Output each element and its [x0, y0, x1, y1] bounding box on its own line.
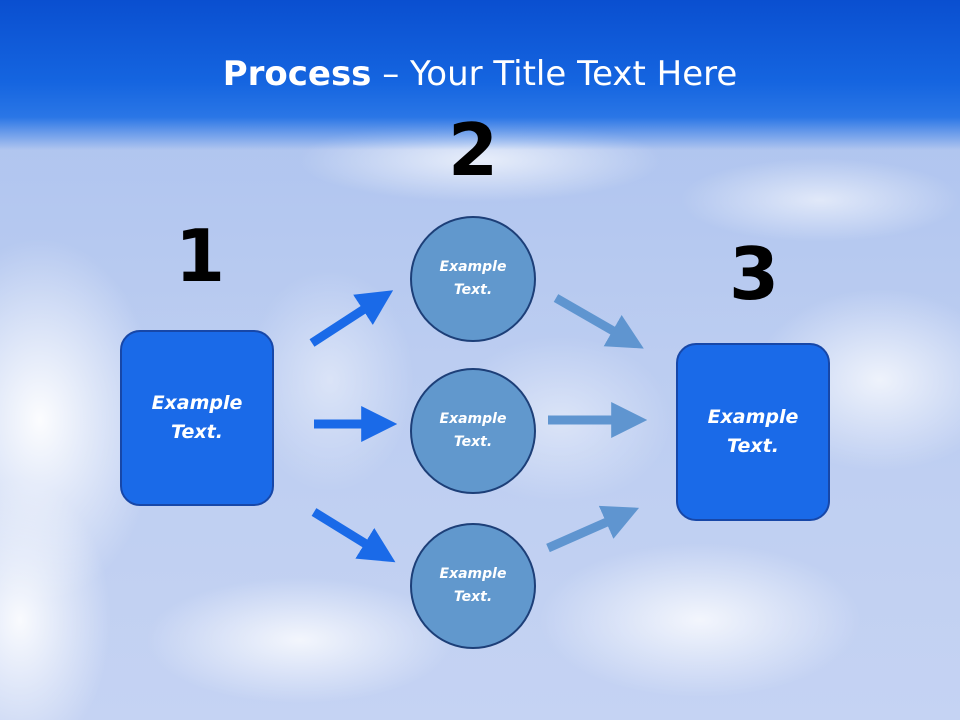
- end-box-label: Example Text.: [707, 406, 799, 457]
- arrow-top-to-end: [553, 294, 644, 349]
- step-number-2: 2: [447, 108, 499, 192]
- title-bar: [0, 0, 960, 150]
- circle-middle: Example Text.: [410, 368, 536, 494]
- step-number-1: 1: [174, 214, 226, 298]
- title-rest-part: – Your Title Text Here: [371, 54, 738, 94]
- circle-bottom-label: Example Text.: [439, 566, 507, 605]
- title-bold-part: Process: [222, 54, 372, 94]
- arrow-bottom-to-end: [546, 505, 640, 553]
- circle-middle-label: Example Text.: [439, 411, 507, 450]
- start-box-label: Example Text.: [151, 392, 243, 443]
- circle-top-label: Example Text.: [439, 259, 507, 298]
- circle-bottom: Example Text.: [410, 523, 536, 649]
- slide-title: Process – Your Title Text Here: [0, 52, 960, 96]
- step-number-3: 3: [728, 232, 780, 316]
- start-box: Example Text.: [120, 330, 274, 506]
- circle-top: Example Text.: [410, 216, 536, 342]
- end-box: Example Text.: [676, 343, 830, 521]
- arrow-start-to-top: [309, 290, 394, 347]
- arrow-start-to-bottom: [311, 508, 396, 563]
